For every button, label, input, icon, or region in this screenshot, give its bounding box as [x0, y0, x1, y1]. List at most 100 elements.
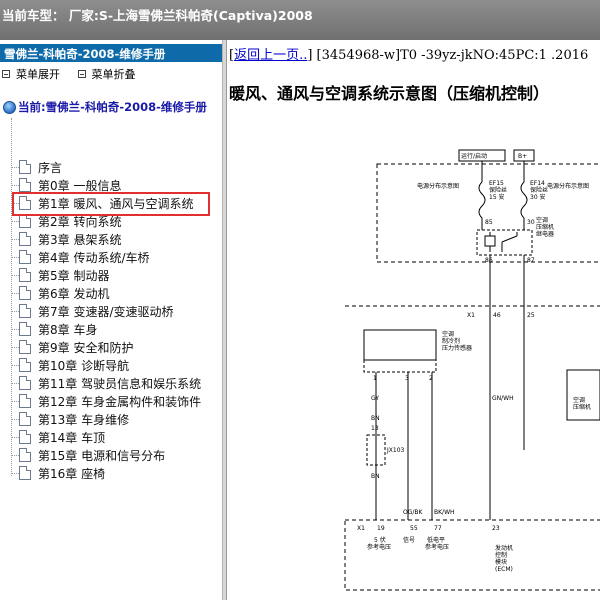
- document-icon: [19, 412, 31, 426]
- ecm-label-2: 控制: [495, 551, 507, 559]
- breadcrumb-open-bracket: [: [229, 48, 235, 63]
- wire-bkwh: BK/WH: [434, 509, 455, 516]
- tree-branch-line: [12, 472, 19, 474]
- document-icon: [19, 466, 31, 480]
- tree-branch-line: [12, 364, 19, 366]
- document-icon: [19, 268, 31, 282]
- vehicle-title: 当前车型： 厂家:S-上海雪佛兰科帕奇(Captiva)2008: [2, 8, 313, 23]
- ecm-pin-77: 77: [434, 525, 442, 532]
- ef14-desc2: 30 安: [530, 193, 546, 201]
- tree-item-label: 第7章 变速器/变速驱动桥: [38, 304, 174, 319]
- low-ref-label-1: 低电平: [427, 536, 445, 544]
- tree-item-label: 第0章 一般信息: [38, 178, 122, 193]
- sensor-label-2: 制冷剂: [442, 337, 460, 345]
- tree-item[interactable]: 第9章 安全和防护: [12, 338, 133, 356]
- tree-branch-line: [12, 418, 19, 420]
- power-dist-label-right: 电源分布示意图: [547, 182, 589, 190]
- tree-root[interactable]: 当前:雪佛兰-科帕奇-2008-维修手册: [3, 98, 207, 116]
- tree-item-label: 第2章 转向系统: [38, 214, 122, 229]
- tree-item[interactable]: 序言: [12, 158, 62, 176]
- pin-46: 46: [493, 312, 501, 319]
- signal-label: 信号: [403, 536, 415, 544]
- document-icon: [19, 430, 31, 444]
- tree-item[interactable]: 第14章 车顶: [12, 428, 105, 446]
- tree-branch-line: [12, 328, 19, 330]
- tree-item[interactable]: 第6章 发动机: [12, 284, 109, 302]
- tree-branch-line: [12, 292, 19, 294]
- relay-label-1: 空调: [536, 216, 548, 224]
- tree-item[interactable]: 第13章 车身维修: [12, 410, 129, 428]
- sensor-label-1: 空调: [442, 330, 454, 338]
- tree-root-label: 当前:雪佛兰-科帕奇-2008-维修手册: [18, 100, 207, 114]
- tree-item[interactable]: 第12章 车身金属构件和装饰件: [12, 392, 201, 410]
- sensor-pin-1: 1: [373, 375, 377, 382]
- back-link[interactable]: 返回上一页..: [234, 48, 308, 63]
- relay-label-2: 压缩机: [536, 223, 554, 231]
- wire-bn-bottom: BN: [371, 473, 380, 480]
- wire-gnwh: GN/WH: [492, 395, 514, 402]
- tree-branch-line: [12, 274, 19, 276]
- pin-25: 25: [527, 312, 535, 319]
- collapse-menu-label: 菜单折叠: [91, 68, 136, 81]
- tree-item[interactable]: 第11章 驾驶员信息和娱乐系统: [12, 374, 201, 392]
- tree-item-label: 第10章 诊断导航: [38, 358, 130, 373]
- tree-item-label: 第5章 制动器: [38, 268, 110, 283]
- tree-item[interactable]: 第1章 暖风、通风与空调系统: [12, 194, 193, 212]
- tree-branch-line: [12, 436, 19, 438]
- tree-branch-line: [12, 400, 19, 402]
- document-id: ] [3454968-w]T0 -39yz-jkNO:45PC:1 .2016: [307, 48, 589, 63]
- document-icon: [19, 394, 31, 408]
- wiring-diagram: 运行/启动 B+ 电源分布示意图 电源分布示意图 EF15 保险丝 15 安 E…: [344, 149, 600, 591]
- document-icon: [19, 322, 31, 336]
- wire-gy: GY: [371, 395, 379, 402]
- tree-item-label: 第14章 车顶: [38, 430, 106, 445]
- ecm-pin-55: 55: [410, 525, 418, 532]
- ef15-desc2: 15 安: [489, 193, 505, 201]
- pin-87: 87: [527, 257, 535, 264]
- connector-x1-top: X1: [467, 312, 475, 319]
- title-bar: 当前车型： 厂家:S-上海雪佛兰科帕奇(Captiva)2008: [0, 0, 600, 40]
- tree-item-label: 第13章 车身维修: [38, 412, 130, 427]
- tree-item[interactable]: 第15章 电源和信号分布: [12, 446, 165, 464]
- document-icon: [19, 286, 31, 300]
- document-icon: [19, 214, 31, 228]
- collapse-menu-button[interactable]: 菜单折叠: [77, 66, 136, 82]
- ecm-label-3: 模块: [495, 558, 507, 566]
- tree-item[interactable]: 第5章 制动器: [12, 266, 109, 284]
- tree-item[interactable]: 第10章 诊断导航: [12, 356, 129, 374]
- run-start-tag: 运行/启动: [461, 152, 487, 160]
- tree-item-label: 第9章 安全和防护: [38, 340, 134, 355]
- globe-icon: [3, 100, 16, 114]
- power-dist-label-left: 电源分布示意图: [417, 182, 459, 190]
- low-ref-label-2: 参考电压: [425, 543, 449, 551]
- tree-item[interactable]: 第2章 转向系统: [12, 212, 121, 230]
- tree-item[interactable]: 第0章 一般信息: [12, 176, 121, 194]
- tree-branch-line: [12, 454, 19, 456]
- ef15-name: EF15: [489, 180, 504, 187]
- compressor-label-2: 压缩机: [573, 403, 591, 411]
- sensor-label-3: 压力传感器: [442, 344, 472, 352]
- tree-branch-line: [12, 184, 19, 186]
- sensor-pin-3: 3: [405, 375, 409, 382]
- tree-branch-line: [12, 310, 19, 312]
- document-icon: [19, 376, 31, 390]
- document-icon: [19, 196, 31, 210]
- tree-item[interactable]: 第4章 传动系统/车桥: [12, 248, 150, 266]
- collapse-icon: [77, 70, 86, 78]
- pane-splitter[interactable]: [222, 40, 227, 600]
- tree-connector-line: [11, 118, 12, 476]
- wire-bn-top: BN: [371, 415, 380, 422]
- tree-item[interactable]: 第16章 座椅: [12, 464, 105, 482]
- ecm-pin-19: 19: [377, 525, 385, 532]
- document-icon: [19, 232, 31, 246]
- content-pane: [返回上一页..] [3454968-w]T0 -39yz-jkNO:45PC:…: [227, 40, 600, 600]
- expand-menu-button[interactable]: 菜单展开: [2, 66, 60, 82]
- tree-item[interactable]: 第8章 车身: [12, 320, 97, 338]
- tree-item[interactable]: 第7章 变速器/变速驱动桥: [12, 302, 174, 320]
- document-icon: [19, 358, 31, 372]
- document-icon: [19, 448, 31, 462]
- relay-label-3: 继电器: [536, 230, 554, 238]
- ref-5v-label-1: 5 伏: [374, 536, 386, 544]
- tree-item-label: 第8章 车身: [38, 322, 98, 337]
- tree-item[interactable]: 第3章 悬架系统: [12, 230, 121, 248]
